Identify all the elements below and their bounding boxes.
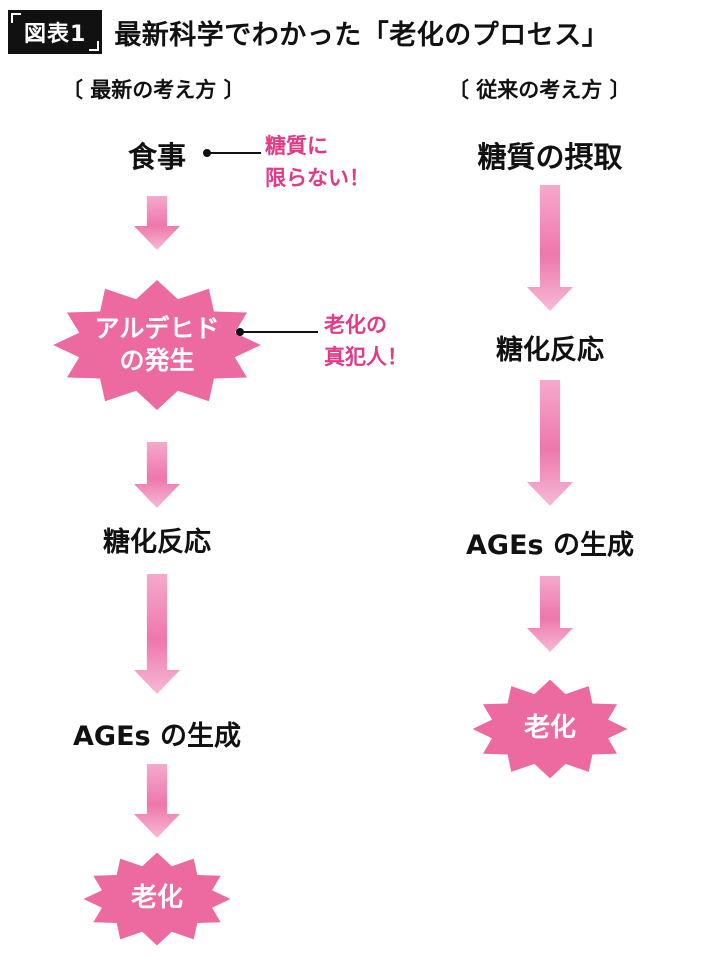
node-glycation-left: 糖化反応 [103, 527, 211, 558]
starburst-aging-left-label: 老化 [130, 883, 183, 914]
node-sugar-intake: 糖質の摂取 [477, 140, 623, 174]
callout-true-culprit: 老化の 真犯人！ [324, 310, 408, 373]
starburst-shape-icon [83, 852, 231, 946]
callout-dot [203, 149, 211, 157]
starburst-aldehyde-label: アルデヒド の発生 [51, 278, 263, 412]
left-column-heading: 〔 最新の考え方 〕 [62, 78, 245, 102]
figure-badge: 図表1 [8, 10, 103, 54]
callout-text-line: 真犯人！ [324, 344, 408, 369]
starburst-aging-left: 老化 [82, 851, 232, 947]
callout-line [242, 331, 318, 333]
down-arrow [527, 380, 573, 506]
starburst-shape-icon [53, 280, 261, 410]
callout-dot [236, 328, 244, 336]
right-column-heading: 〔 従来の考え方 〕 [448, 78, 631, 102]
node-diet: 食事 [127, 140, 187, 174]
callout-line [209, 152, 261, 154]
callout-not-only-sugar: 糖質に 限らない！ [265, 131, 370, 194]
node-ages-left: AGEs の生成 [73, 721, 241, 752]
down-arrow [527, 185, 573, 311]
down-arrow [134, 574, 180, 694]
starburst-aging-right-label: 老化 [523, 713, 576, 744]
callout-text-line: 限らない！ [265, 165, 370, 190]
down-arrow [527, 576, 573, 652]
down-arrow [134, 196, 180, 250]
node-glycation-right: 糖化反応 [496, 335, 604, 366]
callout-text-line: 老化の [324, 313, 387, 337]
starburst-aldehyde: アルデヒド の発生 [51, 278, 263, 412]
starburst-aging-right: 老化 [471, 678, 629, 780]
callout-text-line: 糖質に [265, 134, 328, 158]
figure-title: 最新科学でわかった「老化のプロセス」 [114, 19, 610, 51]
down-arrow [134, 764, 180, 838]
starburst-shape-icon [472, 679, 628, 779]
burst-text-line: アルデヒド [94, 313, 220, 343]
down-arrow [134, 442, 180, 508]
node-ages-right: AGEs の生成 [466, 530, 634, 561]
figure-header: 図表1 最新科学でわかった「老化のプロセス」 [8, 10, 609, 54]
burst-text-line: の発生 [119, 346, 195, 375]
